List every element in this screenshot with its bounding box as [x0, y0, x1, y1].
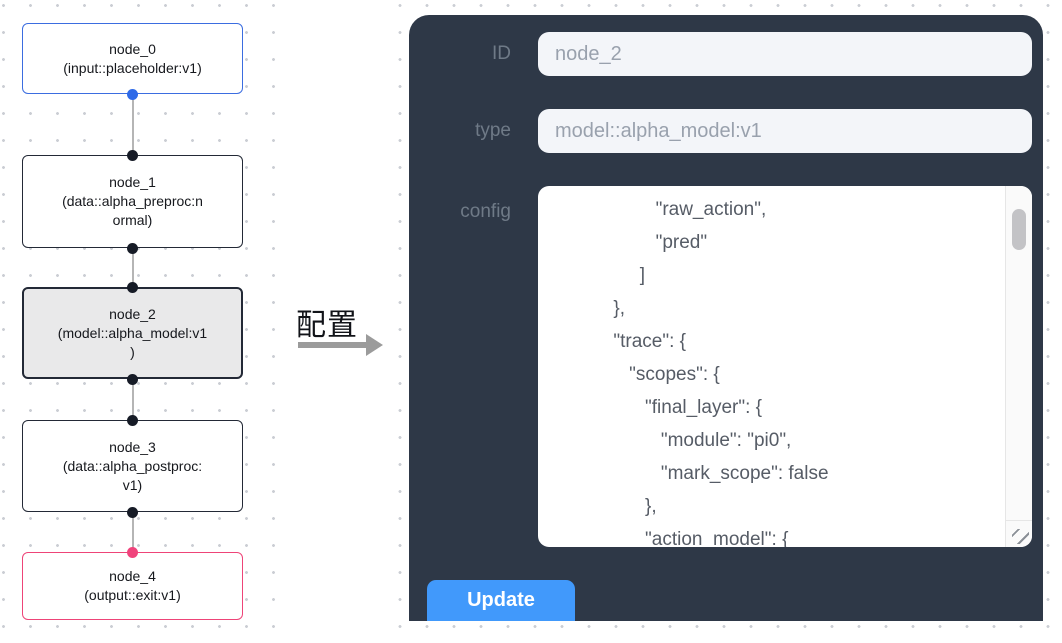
in-port-node_4[interactable] [127, 546, 138, 558]
resize-grip-icon[interactable] [1012, 529, 1029, 544]
config-field-label: config [460, 201, 511, 222]
type-field-label: type [475, 120, 511, 141]
edge-node_1-to-node_2 [131, 248, 134, 287]
flow-node-node_4[interactable]: node_4 (output::exit:v1) [22, 552, 243, 620]
out-port-node_3[interactable] [127, 506, 138, 518]
config-scrollbar-thumb[interactable] [1012, 209, 1026, 250]
configure-label: 配置 [296, 309, 358, 342]
in-port-node_1[interactable] [127, 149, 138, 161]
node-config-panel: ID type config "raw_action", "pred" ] },… [409, 15, 1043, 621]
out-port-node_1[interactable] [127, 242, 138, 254]
flow-node-node_2[interactable]: node_2 (model::alpha_model:v1 ) [22, 287, 243, 379]
update-button[interactable]: Update [427, 580, 575, 621]
type-input[interactable] [538, 109, 1032, 153]
id-input[interactable] [538, 32, 1032, 76]
in-port-node_2[interactable] [127, 281, 138, 293]
out-port-node_2[interactable] [127, 373, 138, 385]
edge-node_3-to-node_4 [131, 512, 134, 552]
in-port-node_3[interactable] [127, 414, 138, 426]
right-arrow-head [366, 334, 383, 356]
flow-node-node_0[interactable]: node_0 (input::placeholder:v1) [22, 23, 243, 94]
edge-node_0-to-node_1 [131, 94, 134, 155]
out-port-node_0[interactable] [127, 88, 138, 100]
config-textarea[interactable]: "raw_action", "pred" ] }, "trace": { "sc… [538, 186, 1032, 547]
config-resize-corner [1005, 520, 1032, 547]
flow-node-node_1[interactable]: node_1 (data::alpha_preproc:n ormal) [22, 155, 243, 248]
flow-node-node_3[interactable]: node_3 (data::alpha_postproc: v1) [22, 420, 243, 512]
config-scrollbar-track [1005, 186, 1032, 520]
right-arrow-icon [298, 342, 370, 348]
configure-annotation: 配置 [296, 300, 396, 356]
id-field-label: ID [492, 43, 511, 64]
edge-node_2-to-node_3 [131, 379, 134, 420]
config-json-text[interactable]: "raw_action", "pred" ] }, "trace": { "sc… [613, 199, 829, 547]
